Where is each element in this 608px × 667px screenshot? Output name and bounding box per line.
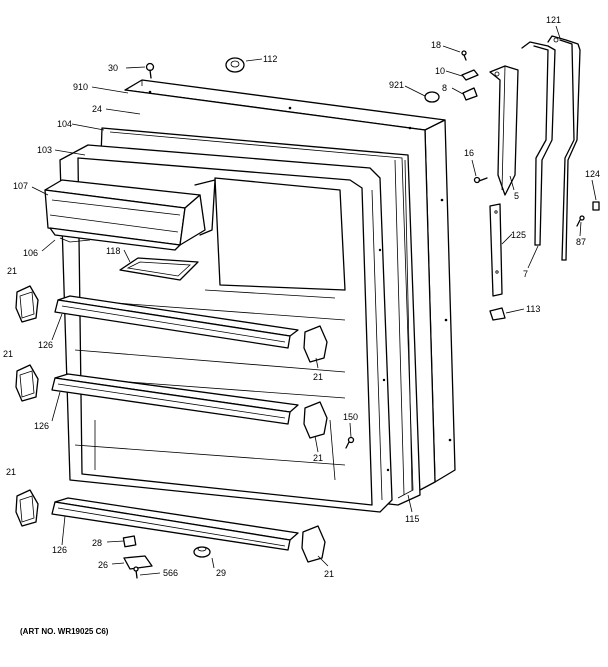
label-124: 124 [585,169,600,179]
label-21-right-3: 21 [324,569,334,579]
shelf-end-cap-left-3 [15,489,39,527]
label-121: 121 [546,15,561,25]
dairy-compartment-door [44,179,216,246]
leader-lines [31,25,597,576]
screw-18 [461,50,467,61]
screw-16 [473,176,488,184]
bracket-8 [462,87,478,101]
cap-113 [489,307,506,321]
label-921: 921 [389,80,404,90]
label-10: 10 [435,66,445,76]
screw-566 [133,566,139,579]
label-103: 103 [37,145,52,155]
shelf-end-cap-right-2 [303,401,328,439]
plug-921 [424,91,440,103]
label-18: 18 [431,40,441,50]
screw-87 [576,215,585,227]
label-126-middle: 126 [34,421,49,431]
screw-150 [345,436,355,449]
label-30: 30 [108,63,118,73]
label-107: 107 [13,181,28,191]
label-126-upper: 126 [38,340,53,350]
label-112: 112 [263,54,277,64]
label-118: 118 [106,246,120,256]
label-150: 150 [343,412,358,422]
door-shelf-middle [51,373,299,425]
screw-30 [145,62,155,79]
dairy-shelf [49,227,181,251]
label-104: 104 [57,119,72,129]
label-28: 28 [92,538,102,548]
label-106: 106 [23,248,38,258]
shelf-end-cap-right-3 [301,525,326,563]
label-7: 7 [523,269,528,279]
door-shelf-upper [54,295,299,349]
door-handle-7 [521,41,556,246]
magnet-clip [122,535,137,548]
cap-124 [592,201,600,211]
label-24: 24 [92,104,102,114]
label-16: 16 [464,148,474,158]
part-labels: 30 112 910 24 104 103 107 106 118 21 126… [3,15,600,579]
butter-tray [119,257,199,281]
label-29: 29 [216,568,226,578]
bracket-10 [461,69,479,81]
stop-29 [193,546,211,558]
door-handle-121 [547,35,581,261]
label-910: 910 [73,82,88,92]
label-8: 8 [442,83,447,93]
shelf-end-cap-right-1 [303,325,328,363]
label-21-left-3: 21 [6,467,16,477]
hinge-5 [489,65,519,196]
plug-112 [225,57,245,73]
label-125: 125 [511,230,526,240]
label-566: 566 [163,568,178,578]
label-21-left-2: 21 [3,349,13,359]
label-21-right-1: 21 [313,372,323,382]
label-115: 115 [405,514,419,524]
shelf-end-cap-left-1 [15,285,39,323]
label-26: 26 [98,560,108,570]
label-113: 113 [526,304,540,314]
label-21-left-1: 21 [7,266,17,276]
label-21-right-2: 21 [313,453,323,463]
door-shelf-lower [51,497,299,551]
art-number: (ART NO. WR19025 C6) [20,627,109,636]
label-126-lower: 126 [52,545,67,555]
plate [123,555,153,570]
shelf-end-cap-left-2 [15,364,39,402]
label-87: 87 [576,237,586,247]
handle-bracket-125 [489,203,503,297]
label-5: 5 [514,191,519,201]
